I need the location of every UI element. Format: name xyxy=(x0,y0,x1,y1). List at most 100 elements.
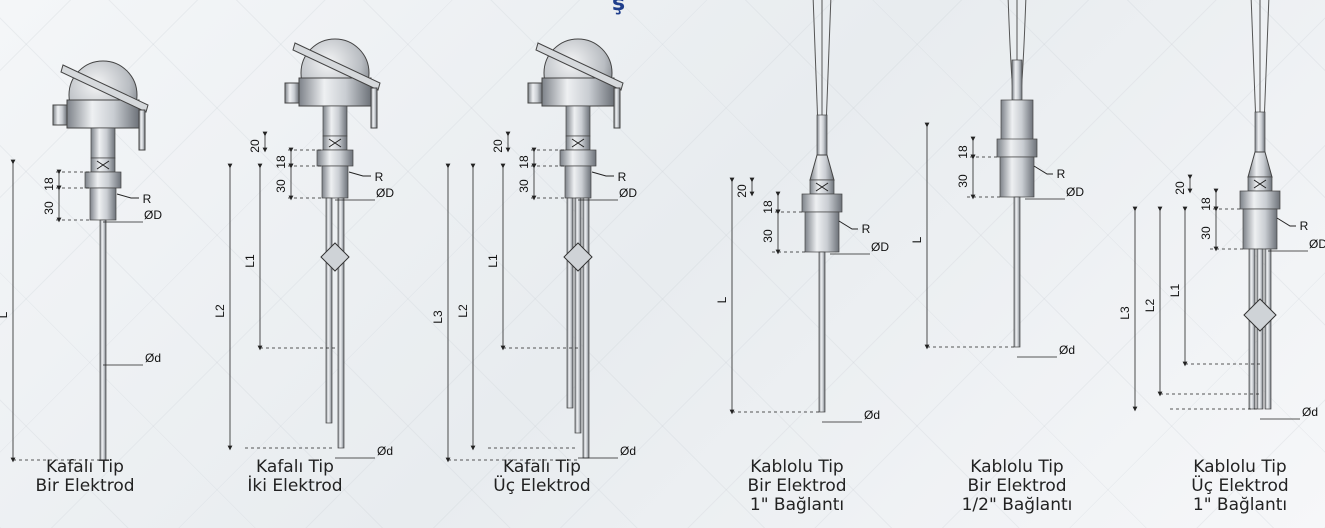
dim-label-D: ØD xyxy=(376,186,394,200)
electrode-rod xyxy=(818,251,826,413)
electrode-rod xyxy=(337,197,345,449)
nut-cross xyxy=(571,138,585,148)
dim-label-L2: L2 xyxy=(213,304,227,318)
taper xyxy=(809,154,835,181)
dim-label-L2: L2 xyxy=(456,304,470,318)
nut-cross xyxy=(1253,179,1267,189)
dim-label-D: ØD xyxy=(144,208,162,222)
dim-label-R: R xyxy=(1057,167,1066,181)
thread xyxy=(564,165,592,199)
dim-label-L3: L3 xyxy=(431,310,445,324)
dim-label-d: Ød xyxy=(1302,405,1318,419)
dim-label-d18: 18 xyxy=(761,200,775,214)
dim-label-L3: L3 xyxy=(1118,306,1132,320)
r-leader xyxy=(348,171,371,177)
hex-nut xyxy=(84,171,122,189)
dim-label-d18: 18 xyxy=(1199,197,1213,211)
thread xyxy=(1242,208,1278,250)
head-neck xyxy=(322,105,348,137)
electrode-rod xyxy=(325,197,333,424)
dim-label-d20: 20 xyxy=(1173,181,1187,195)
dim-label-R: R xyxy=(1300,219,1309,233)
head-lid xyxy=(535,42,624,91)
dim-label-d20: 20 xyxy=(735,184,749,198)
thread xyxy=(89,187,117,221)
dim-label-d18: 18 xyxy=(274,155,288,169)
dim-label-d30: 30 xyxy=(1199,226,1213,240)
head-body xyxy=(298,77,372,107)
nut-cross xyxy=(815,182,829,192)
electrode-rod xyxy=(1013,196,1021,348)
head-clip xyxy=(138,109,146,151)
cable-gland xyxy=(284,82,300,104)
cable-gland xyxy=(527,82,543,104)
dim-label-D: ØD xyxy=(871,240,889,254)
head-lid xyxy=(60,64,149,113)
nut-cross xyxy=(328,138,342,148)
head-lid xyxy=(292,42,381,91)
thread xyxy=(321,165,349,199)
dim-label-d: Ød xyxy=(145,351,161,365)
dim-label-D: ØD xyxy=(1066,185,1084,199)
dim-label-R: R xyxy=(862,222,871,236)
dim-label-d: Ød xyxy=(620,444,636,458)
dim-label-L: L xyxy=(910,236,924,243)
hex-nut xyxy=(1239,190,1281,210)
header-fragment: ş xyxy=(612,0,625,16)
r-leader xyxy=(1033,165,1053,175)
dim-label-L2: L2 xyxy=(1143,299,1157,313)
dim-label-R: R xyxy=(375,170,384,184)
cable-sleeve xyxy=(1254,111,1266,153)
taper xyxy=(1247,151,1273,178)
dim-label-D: ØD xyxy=(1309,237,1325,251)
spacer xyxy=(563,242,593,272)
head-neck xyxy=(565,105,591,137)
hex-nut xyxy=(559,149,597,167)
dim-label-d18: 18 xyxy=(956,145,970,159)
dim-label-d30: 30 xyxy=(517,179,531,193)
electrode-rod xyxy=(582,197,590,459)
head-clip xyxy=(370,87,378,129)
dim-label-L1: L1 xyxy=(243,254,257,268)
dim-label-L1: L1 xyxy=(1168,284,1182,298)
head-clip xyxy=(613,87,621,129)
dim-label-d18: 18 xyxy=(517,155,531,169)
dim-label-L1: L1 xyxy=(486,254,500,268)
head-body xyxy=(541,77,615,107)
electrode-rod xyxy=(574,197,582,434)
dim-label-d: Ød xyxy=(1059,343,1075,357)
hex-nut xyxy=(801,193,843,213)
hex-nut xyxy=(996,138,1038,158)
dim-label-d20: 20 xyxy=(491,139,505,153)
dim-label-d30: 30 xyxy=(42,201,56,215)
head-neck xyxy=(90,127,116,159)
dim-label-L: L xyxy=(715,296,729,303)
spacer xyxy=(1243,298,1277,332)
electrode-rod xyxy=(566,197,574,409)
cable-sleeve xyxy=(1011,59,1023,101)
cable-sleeve xyxy=(816,114,828,156)
dim-label-d20: 20 xyxy=(248,139,262,153)
dim-label-R: R xyxy=(143,192,152,206)
head-body xyxy=(66,99,140,129)
electrode-rod xyxy=(1248,248,1256,410)
thread xyxy=(999,156,1035,198)
electrode-rod xyxy=(99,219,107,461)
cable-gland xyxy=(52,104,68,126)
r-leader xyxy=(1276,217,1296,227)
spacer xyxy=(320,242,350,272)
dim-label-d: Ød xyxy=(377,444,393,458)
